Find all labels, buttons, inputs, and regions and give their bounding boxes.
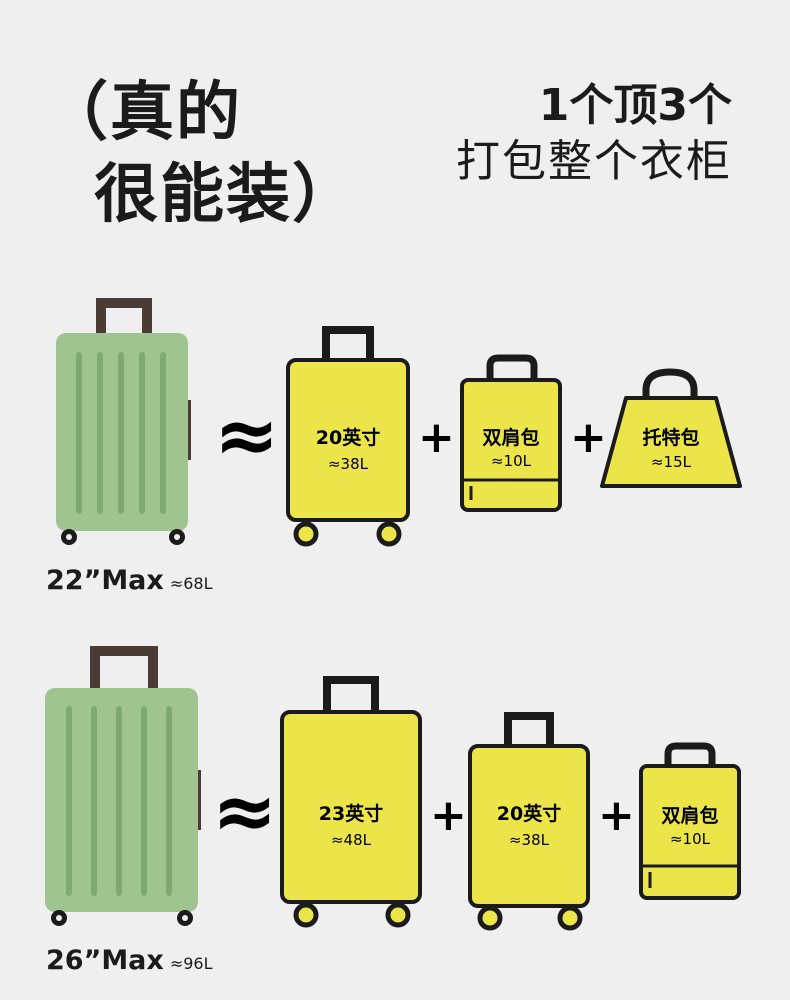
plus-symbol: + [430, 790, 467, 841]
headline-left-line2: 很能装） [94, 158, 358, 232]
approx-symbol: ≈ [214, 391, 279, 481]
headline-right-line1: 1个顶3个 [538, 80, 732, 131]
item-volume: ≈38L [509, 831, 550, 849]
item-name: 20英寸 [316, 426, 380, 449]
item-volume: ≈15L [651, 453, 692, 471]
item-volume: ≈10L [670, 830, 711, 848]
item-volume: ≈10L [491, 452, 532, 470]
size-label-22: 22”Max ≈68L [46, 565, 213, 600]
item-volume: ≈48L [331, 831, 372, 849]
item-name: 23英寸 [319, 802, 383, 825]
item-volume: ≈38L [328, 455, 369, 473]
backpack-icon: 双肩包 ≈10L [639, 742, 741, 900]
headline-left: （真的 很能装） [44, 72, 374, 236]
headline-right-line2: 打包整个衣柜 [456, 136, 732, 187]
size-label-volume: ≈68L [169, 574, 213, 593]
size-label-text: 26”Max [46, 945, 164, 976]
yellow-suitcase-20-icon: 20英寸 ≈38L [468, 712, 590, 931]
green-suitcase-26-icon [45, 646, 201, 926]
row-1: ≈ 20英寸 ≈38L + 双肩包 ≈10L + [56, 298, 742, 547]
item-name: 双肩包 [482, 426, 539, 449]
tote-bag-icon: 托特包 ≈15L [600, 368, 742, 488]
plus-symbol: + [418, 412, 455, 463]
headline-left-line1: （真的 [44, 76, 242, 150]
size-label-text: 22”Max [46, 565, 164, 596]
plus-symbol: + [598, 790, 635, 841]
item-name: 20英寸 [497, 802, 561, 825]
yellow-suitcase-20-icon: 20英寸 ≈38L [286, 326, 410, 547]
plus-symbol: + [570, 412, 607, 463]
item-name: 托特包 [642, 426, 699, 449]
size-label-26: 26”Max ≈96L [46, 945, 213, 980]
approx-symbol: ≈ [212, 767, 277, 857]
size-label-volume: ≈96L [169, 954, 213, 973]
yellow-suitcase-23-icon: 23英寸 ≈48L [280, 676, 422, 928]
backpack-icon: 双肩包 ≈10L [460, 354, 562, 512]
item-name: 双肩包 [661, 804, 718, 827]
row-2: ≈ 23英寸 ≈48L + 20英寸 ≈38L + [45, 646, 741, 931]
green-suitcase-22-icon [56, 298, 191, 545]
